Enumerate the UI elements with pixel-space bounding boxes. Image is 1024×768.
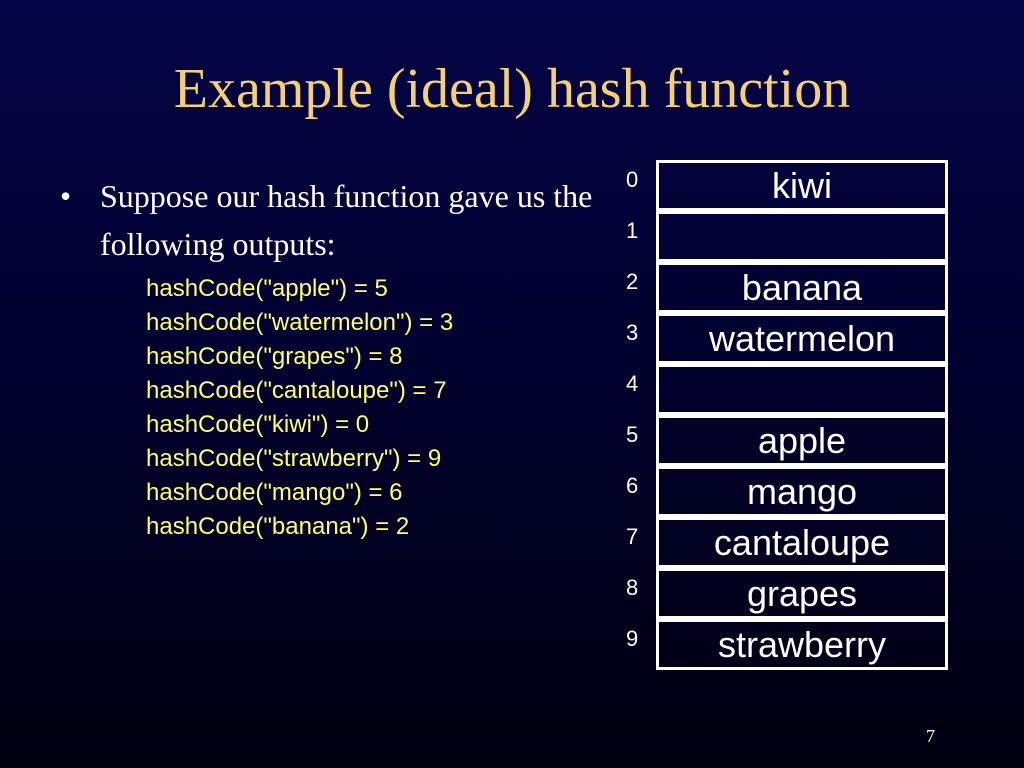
bucket-cell: kiwi <box>656 160 948 211</box>
table-row-8: 8 grapes <box>626 568 948 619</box>
bullet-point: • Suppose our hash function gave us the … <box>60 172 600 268</box>
hash-table: 0 kiwi 1 2 banana 3 watermelon 4 5 apple… <box>626 160 948 670</box>
code-line-banana: hashCode("banana") = 2 <box>146 513 410 540</box>
code-line-apple: hashCode("apple") = 5 <box>146 275 388 302</box>
row-index: 1 <box>626 218 639 243</box>
bucket-cell: apple <box>656 415 948 466</box>
row-index: 7 <box>626 524 639 549</box>
code-line-kiwi: hashCode("kiwi") = 0 <box>146 411 370 438</box>
table-row-2: 2 banana <box>626 262 948 313</box>
row-index: 5 <box>626 422 639 447</box>
table-row-5: 5 apple <box>626 415 948 466</box>
row-index: 4 <box>626 371 639 396</box>
row-index: 6 <box>626 473 639 498</box>
bucket-cell: mango <box>656 466 948 517</box>
row-index: 8 <box>626 575 639 600</box>
bucket-cell: grapes <box>656 568 948 619</box>
bucket-cell: banana <box>656 262 948 313</box>
page-number: 7 <box>926 726 935 746</box>
table-row-3: 3 watermelon <box>626 313 948 364</box>
bucket-cell: strawberry <box>656 619 948 670</box>
slide-title: Example (ideal) hash function <box>173 58 851 120</box>
row-index: 2 <box>626 269 639 294</box>
bullet-marker: • <box>60 178 72 214</box>
table-row-1: 1 <box>626 211 948 262</box>
bucket-cell <box>656 364 948 415</box>
bucket-cell: watermelon <box>656 313 948 364</box>
bullet-text: Suppose our hash function gave us the fo… <box>100 178 593 262</box>
bucket-cell <box>656 211 948 262</box>
code-line-watermelon: hashCode("watermelon") = 3 <box>146 309 454 336</box>
code-line-strawberry: hashCode("strawberry") = 9 <box>146 445 442 472</box>
table-row-9: 9 strawberry <box>626 619 948 670</box>
row-index: 0 <box>626 167 639 192</box>
table-row-7: 7 cantaloupe <box>626 517 948 568</box>
code-line-mango: hashCode("mango") = 6 <box>146 479 403 506</box>
table-row-6: 6 mango <box>626 466 948 517</box>
bucket-cell: cantaloupe <box>656 517 948 568</box>
hashcode-output-list: hashCode("apple") = 5 hashCode("watermel… <box>146 272 453 544</box>
row-index: 9 <box>626 626 639 651</box>
code-line-cantaloupe: hashCode("cantaloupe") = 7 <box>146 377 447 404</box>
row-index: 3 <box>626 320 639 345</box>
code-line-grapes: hashCode("grapes") = 8 <box>146 343 403 370</box>
table-row-4: 4 <box>626 364 948 415</box>
table-row-0: 0 kiwi <box>626 160 948 211</box>
